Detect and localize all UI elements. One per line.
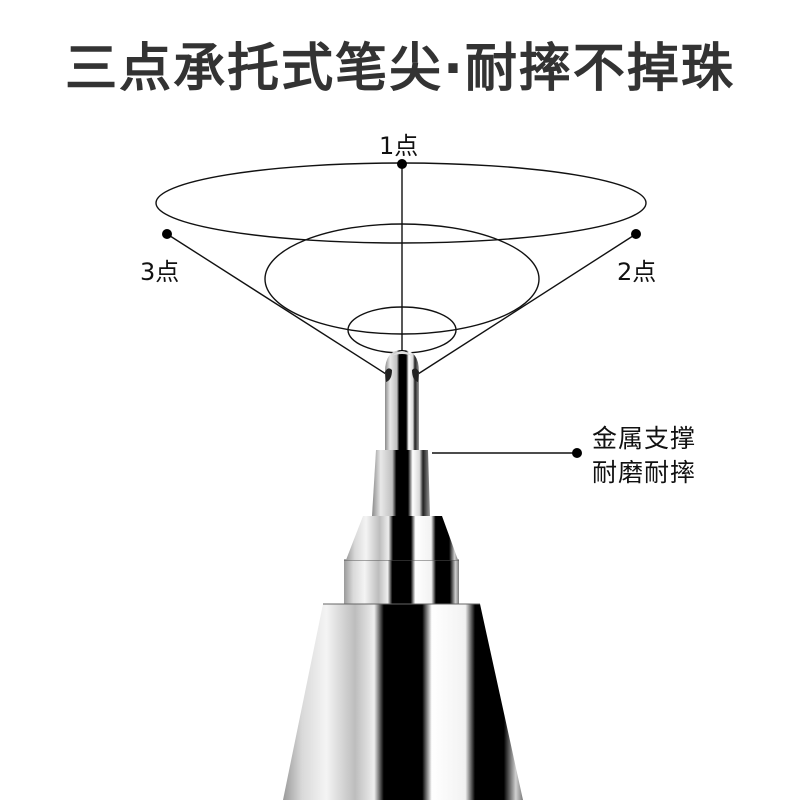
point-3-dot [162, 229, 172, 239]
callout-line-2: 耐磨耐摔 [592, 458, 697, 487]
contact-points [162, 159, 641, 458]
outer-ellipse [155, 162, 647, 244]
callout-dot [572, 448, 582, 458]
support-geometry [155, 162, 647, 454]
support-line-left [166, 233, 387, 375]
point-2-dot [631, 229, 641, 239]
pen-collar [344, 560, 459, 604]
pen-ball [392, 351, 412, 356]
metal-support-callout: 金属支撑 耐磨耐摔 [592, 422, 696, 490]
point-1-dot [397, 159, 407, 169]
page-title: 三点承托式笔尖·耐摔不掉珠 [65, 39, 735, 99]
point-1-label: 1点 [379, 132, 419, 160]
support-line-right [417, 233, 637, 375]
callout-line-1: 金属支撑 [592, 424, 697, 453]
pen-body-cone [283, 604, 523, 800]
pen-upper-cone [346, 516, 458, 560]
point-2-label: 2点 [617, 258, 657, 286]
pen-ferrule [372, 450, 430, 516]
point-3-label: 3点 [140, 258, 180, 286]
pen-tip-tube [385, 350, 419, 450]
